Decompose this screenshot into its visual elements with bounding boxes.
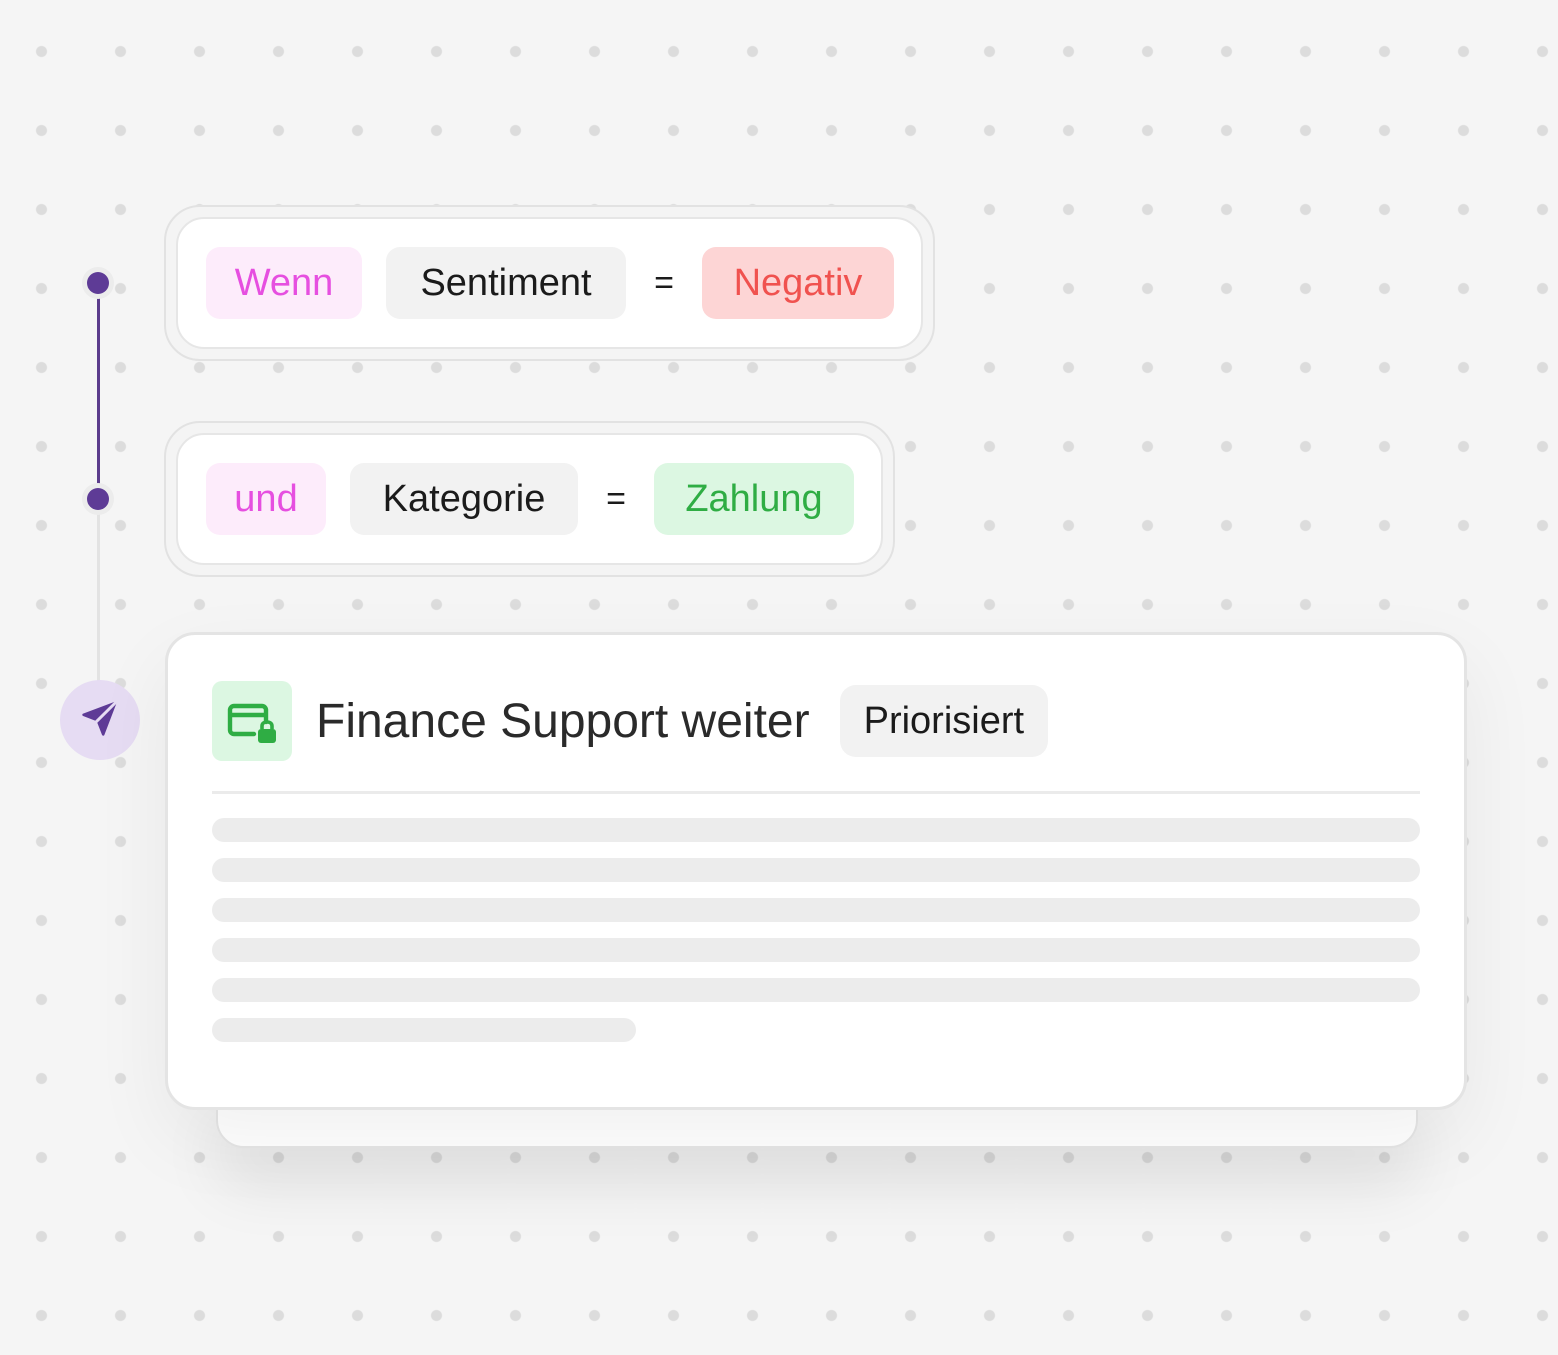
priority-badge: Priorisiert	[839, 685, 1049, 757]
timeline-node-condition-2	[87, 488, 109, 510]
skeleton-line	[212, 1018, 636, 1042]
timeline-node-action	[60, 680, 140, 760]
send-icon	[78, 696, 122, 745]
condition-keyword-chip[interactable]: und	[206, 463, 326, 535]
action-card-header: Finance Support weiter Priorisiert	[212, 681, 1049, 761]
condition-operator: =	[654, 263, 674, 302]
timeline-node-condition-1	[87, 272, 109, 294]
timeline-connector-active	[97, 283, 100, 500]
skeleton-line	[212, 858, 1420, 882]
skeleton-line	[212, 978, 1420, 1002]
action-card[interactable]: Finance Support weiter Priorisiert	[165, 632, 1467, 1110]
condition-keyword-chip[interactable]: Wenn	[206, 247, 362, 319]
condition-row: Wenn Sentiment = Negativ	[176, 217, 923, 349]
skeleton-line	[212, 818, 1420, 842]
condition-operator: =	[606, 479, 626, 518]
condition-value-chip[interactable]: Zahlung	[654, 463, 854, 535]
skeleton-line	[212, 938, 1420, 962]
condition-field-chip[interactable]: Sentiment	[386, 247, 626, 319]
condition-row: und Kategorie = Zahlung	[176, 433, 883, 565]
condition-field-chip[interactable]: Kategorie	[350, 463, 578, 535]
action-title: Finance Support weiter	[316, 694, 810, 748]
condition-card-1[interactable]: Wenn Sentiment = Negativ	[164, 205, 935, 361]
timeline-connector	[97, 500, 100, 720]
skeleton-line	[212, 898, 1420, 922]
credit-card-lock-icon	[212, 681, 292, 761]
condition-value-chip[interactable]: Negativ	[702, 247, 894, 319]
divider	[212, 791, 1420, 794]
condition-card-2[interactable]: und Kategorie = Zahlung	[164, 421, 895, 577]
